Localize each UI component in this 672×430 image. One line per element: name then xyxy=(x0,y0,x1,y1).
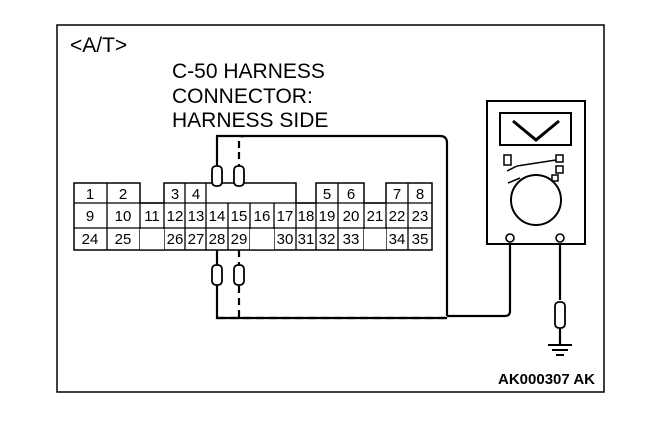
pin-8: 8 xyxy=(416,186,424,203)
probe-tip-14 xyxy=(211,165,223,187)
pin-15: 15 xyxy=(231,208,248,225)
pin-labels: 1 2 3 4 5 6 7 8 9 10 11 12 13 14 15 16 1… xyxy=(82,186,429,248)
title-line-1: C-50 HARNESS xyxy=(172,60,325,83)
pin-18: 18 xyxy=(298,208,315,225)
pin-23: 23 xyxy=(412,208,429,225)
variant-label: <A/T> xyxy=(70,34,127,57)
solid-lead-top xyxy=(215,134,449,316)
pin-19: 19 xyxy=(319,208,336,225)
title-line-2: CONNECTOR: xyxy=(172,85,313,108)
pin-6: 6 xyxy=(347,186,355,203)
pin-21: 21 xyxy=(367,208,384,225)
pin-4: 4 xyxy=(192,186,200,203)
pin-3: 3 xyxy=(171,186,179,203)
pin-34: 34 xyxy=(389,231,406,248)
pin-17: 17 xyxy=(277,208,294,225)
pin-16: 16 xyxy=(254,208,271,225)
meter-lead-positive xyxy=(447,240,512,318)
pin-27: 27 xyxy=(188,231,205,248)
probe-tips xyxy=(211,165,566,329)
pin-2: 2 xyxy=(119,186,127,203)
ground-icon xyxy=(548,344,572,356)
pin-20: 20 xyxy=(343,208,360,225)
pin-26: 26 xyxy=(167,231,184,248)
pin-5: 5 xyxy=(323,186,331,203)
connector-grid xyxy=(74,183,432,251)
figure-frame xyxy=(56,24,605,393)
pin-24: 24 xyxy=(82,231,99,248)
pin-31: 31 xyxy=(298,231,315,248)
figure-code: AK000307 AK xyxy=(498,371,595,388)
pin-14: 14 xyxy=(209,208,226,225)
pin-33: 33 xyxy=(343,231,360,248)
voltmeter xyxy=(486,100,586,245)
pin-29: 29 xyxy=(231,231,248,248)
pin-1: 1 xyxy=(86,186,94,203)
title-line-3: HARNESS SIDE xyxy=(172,109,328,132)
meter-dial xyxy=(510,174,562,226)
probe-tip-15 xyxy=(233,165,245,187)
probe-tip-29 xyxy=(233,264,245,286)
volt-symbol-icon xyxy=(512,119,560,142)
pin-9: 9 xyxy=(86,208,94,225)
pin-11: 11 xyxy=(144,208,160,225)
pin-25: 25 xyxy=(115,231,132,248)
pin-22: 22 xyxy=(389,208,406,225)
pin-28: 28 xyxy=(209,231,226,248)
pin-13: 13 xyxy=(188,208,205,225)
solid-lead-bottom xyxy=(215,250,447,320)
meter-jack-ground xyxy=(555,233,565,243)
probe-tip-28 xyxy=(211,264,223,286)
meter-jack-positive xyxy=(505,233,515,243)
pin-12: 12 xyxy=(167,208,184,225)
pin-35: 35 xyxy=(412,231,429,248)
pin-30: 30 xyxy=(277,231,294,248)
pin-7: 7 xyxy=(393,186,401,203)
probe-tip-ground xyxy=(554,301,566,329)
pin-32: 32 xyxy=(319,231,336,248)
pin-10: 10 xyxy=(115,208,132,225)
